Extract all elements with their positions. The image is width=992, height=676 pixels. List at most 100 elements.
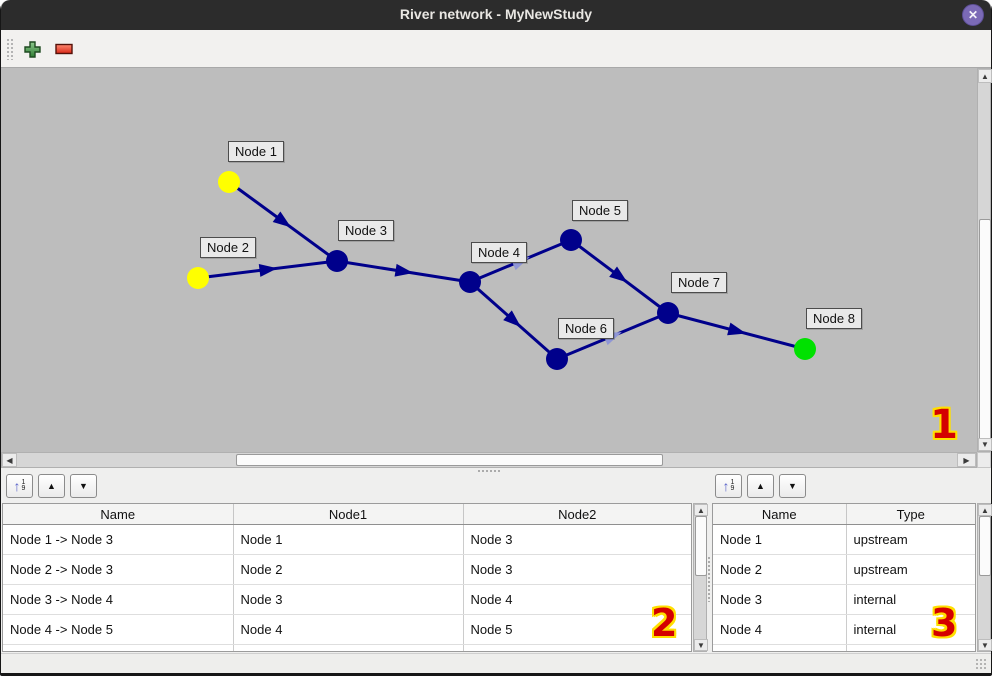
node-circle[interactable] [546, 348, 568, 370]
scroll-down-button[interactable]: ▼ [694, 639, 708, 651]
node-circle[interactable] [326, 250, 348, 272]
column-header[interactable]: Name [713, 504, 847, 525]
vertical-splitter[interactable] [707, 556, 712, 602]
node-label[interactable]: Node 6 [558, 318, 614, 339]
table-cell[interactable]: Node 3 [713, 584, 847, 615]
scroll-down-button[interactable]: ▼ [978, 438, 992, 451]
splitter-grip-icon [477, 469, 501, 473]
table-cell[interactable]: Node 4 [713, 614, 847, 645]
node-table-move-up-button[interactable]: ▲ [747, 474, 774, 498]
node-label[interactable]: Node 4 [471, 242, 527, 263]
table-row[interactable] [3, 644, 691, 651]
node-circle[interactable] [459, 271, 481, 293]
table-cell[interactable]: Node 1 [233, 524, 464, 555]
annotation-marker-2: 2 [651, 601, 678, 645]
table-cell[interactable]: Node 4 [233, 614, 464, 645]
column-header[interactable]: Type [846, 504, 975, 525]
node-label[interactable]: Node 1 [228, 141, 284, 162]
horizontal-scroll-thumb[interactable] [236, 454, 663, 466]
titlebar[interactable]: River network - MyNewStudy ✕ [1, 0, 991, 30]
remove-node-button[interactable] [51, 36, 77, 62]
table-cell[interactable]: upstream [846, 554, 975, 585]
table-cell[interactable]: internal [846, 584, 975, 615]
table-cell[interactable]: Node 3 [463, 524, 691, 555]
node-label[interactable]: Node 5 [572, 200, 628, 221]
up-arrow-icon: ▲ [756, 481, 765, 491]
table-cell[interactable]: Node 5 [463, 614, 691, 645]
edge-arrow-icon [503, 310, 521, 328]
window-title: River network - MyNewStudy [399, 6, 593, 22]
table-cell[interactable]: Node 3 -> Node 4 [3, 584, 234, 615]
table-cell[interactable]: Node 2 [713, 554, 847, 585]
scroll-up-button[interactable]: ▲ [978, 504, 992, 516]
scroll-down-button[interactable]: ▼ [978, 639, 992, 651]
column-header[interactable]: Node2 [463, 504, 691, 525]
table-cell[interactable]: Node 1 -> Node 3 [3, 524, 234, 555]
table-cell[interactable] [846, 644, 975, 651]
edge-table-scrollbar[interactable]: ▲ ▼ [693, 503, 708, 652]
scroll-left-button[interactable]: ◀ [2, 453, 17, 467]
scroll-up-button[interactable]: ▲ [978, 69, 992, 83]
canvas-horizontal-scrollbar[interactable]: ◀ ▶ [1, 452, 977, 468]
vertical-scroll-thumb[interactable] [979, 516, 991, 576]
table-cell[interactable] [463, 644, 691, 651]
node-table-move-down-button[interactable]: ▼ [779, 474, 806, 498]
column-header[interactable]: Name [3, 504, 234, 525]
table-cell[interactable]: Node 2 -> Node 3 [3, 554, 234, 585]
table-cell[interactable]: Node 1 [713, 524, 847, 555]
table-cell[interactable]: Node 4 [463, 584, 691, 615]
node-circle[interactable] [560, 229, 582, 251]
node-circle[interactable] [657, 302, 679, 324]
node-label[interactable]: Node 2 [200, 237, 256, 258]
table-cell[interactable] [713, 644, 847, 651]
node-table-scrollbar[interactable]: ▲ ▼ [977, 503, 992, 652]
edge-table-move-down-button[interactable]: ▼ [70, 474, 97, 498]
scroll-up-button[interactable]: ▲ [694, 504, 708, 516]
table-cell[interactable]: upstream [846, 524, 975, 555]
table-cell[interactable]: Node 4 -> Node 5 [3, 614, 234, 645]
node-label[interactable]: Node 3 [338, 220, 394, 241]
node-circle[interactable] [187, 267, 209, 289]
edge-arrow-icon [609, 266, 628, 283]
node-label[interactable]: Node 8 [806, 308, 862, 329]
plus-icon [19, 40, 45, 59]
table-cell[interactable]: internal [846, 614, 975, 645]
resize-grip-icon[interactable] [975, 658, 987, 670]
table-cell[interactable]: Node 3 [463, 554, 691, 585]
scroll-right-icon: ▶ [963, 455, 970, 465]
canvas-vertical-scrollbar[interactable]: ▲ ▼ [977, 68, 992, 452]
column-header[interactable]: Node1 [233, 504, 464, 525]
node-circle[interactable] [794, 338, 816, 360]
down-arrow-icon: ▼ [788, 481, 797, 491]
table-cell[interactable]: Node 2 [233, 554, 464, 585]
scroll-right-button[interactable]: ▶ [957, 453, 976, 467]
toolbar-drag-handle[interactable] [6, 38, 14, 60]
table-row[interactable] [713, 644, 975, 651]
close-button[interactable]: ✕ [962, 4, 984, 26]
table-cell[interactable]: Node 3 [233, 584, 464, 615]
node-label[interactable]: Node 7 [671, 272, 727, 293]
horizontal-splitter[interactable] [1, 468, 991, 474]
table-cell[interactable] [3, 644, 234, 651]
table-cell[interactable] [233, 644, 464, 651]
edge-table-move-up-button[interactable]: ▲ [38, 474, 65, 498]
add-node-button[interactable] [19, 36, 45, 62]
annotation-marker-3: 3 [931, 601, 958, 645]
network-canvas[interactable]: Node 1 Node 2 Node 3 Node 4 Node 5 Node 6 Node… [1, 68, 977, 452]
vertical-scroll-thumb[interactable] [695, 516, 707, 576]
node-circle[interactable] [218, 171, 240, 193]
vertical-scroll-thumb[interactable] [979, 219, 991, 441]
